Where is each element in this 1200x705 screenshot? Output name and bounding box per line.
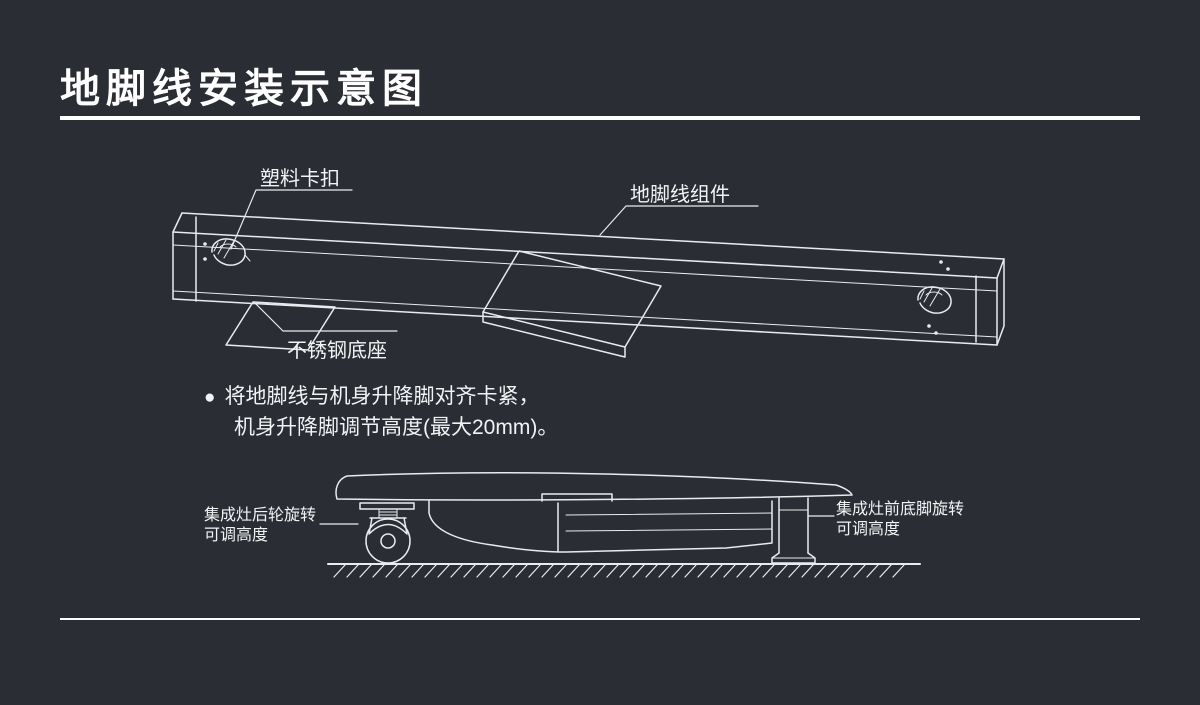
plastic-clip-left bbox=[211, 238, 251, 266]
ground-hatch-strokes bbox=[333, 564, 905, 578]
stove-side-view bbox=[335, 471, 853, 553]
caster-fork bbox=[368, 517, 408, 535]
label-rear-caster-line1: 集成灶后轮旋转 bbox=[204, 507, 317, 524]
caster-mount-plate bbox=[359, 502, 415, 510]
screw-dot bbox=[934, 331, 938, 335]
label-rear-caster: 集成灶后轮旋转 可调高度 bbox=[204, 506, 316, 546]
clip-hatch bbox=[213, 239, 235, 259]
bullet-icon: ● bbox=[204, 387, 216, 408]
steel-base-plate-center bbox=[482, 250, 662, 358]
clip-hatch bbox=[919, 287, 941, 307]
note-text-1: 将地脚线与机身升降脚对齐卡紧， bbox=[224, 385, 540, 408]
note-line-1: ● 将地脚线与机身升降脚对齐卡紧， bbox=[204, 382, 558, 413]
front-foot bbox=[771, 497, 816, 564]
label-baseboard-assembly: 地脚线组件 bbox=[630, 184, 730, 206]
clip-inner bbox=[219, 243, 237, 248]
plate-face bbox=[482, 250, 662, 348]
bar-left-cap bbox=[172, 212, 183, 300]
stove-body-panel-lines bbox=[565, 512, 773, 532]
label-steel-base: 不锈钢底座 bbox=[287, 340, 387, 362]
label-leader-lines bbox=[230, 189, 835, 525]
bottom-rule bbox=[60, 618, 1140, 620]
stove-body-outline bbox=[428, 500, 773, 553]
screw-dot bbox=[203, 257, 207, 261]
rear-caster-wheel bbox=[359, 502, 415, 564]
clip-outline bbox=[211, 238, 246, 266]
title-underline bbox=[60, 116, 1140, 120]
bar-groove-lower bbox=[172, 290, 998, 338]
caster-thread-stem bbox=[378, 508, 398, 519]
label-plastic-clip: 塑料卡扣 bbox=[260, 168, 340, 190]
clip-tail bbox=[244, 254, 251, 262]
label-front-foot-line1: 集成灶前底脚旋转 bbox=[836, 501, 965, 518]
screw-dot bbox=[939, 260, 943, 264]
page-title: 地脚线安装示意图 bbox=[60, 67, 428, 111]
plate-face bbox=[225, 301, 336, 351]
note-line-2: 机身升降脚调节高度(最大20mm)。 bbox=[234, 416, 559, 439]
leader-plastic-clip bbox=[230, 189, 353, 250]
foot-cylinder bbox=[778, 497, 809, 554]
label-front-foot-line2: 可调高度 bbox=[836, 521, 901, 538]
label-rear-caster-line2: 可调高度 bbox=[204, 527, 269, 544]
caster-wheel-rim bbox=[365, 518, 411, 564]
ground-hatch bbox=[327, 563, 921, 578]
screw-dot bbox=[927, 324, 931, 328]
stove-body-top-detail bbox=[541, 493, 613, 502]
steel-base-plate-left bbox=[225, 301, 336, 351]
plastic-clip-right bbox=[917, 286, 952, 314]
label-front-foot: 集成灶前底脚旋转 可调高度 bbox=[836, 500, 964, 540]
clip-outline bbox=[917, 286, 952, 314]
bar-top-back-edge bbox=[181, 212, 1005, 260]
bar-right-cap bbox=[996, 258, 1005, 346]
plate-thickness bbox=[482, 311, 626, 358]
baseboard-bar bbox=[172, 212, 1005, 346]
leader-steel-base bbox=[253, 301, 398, 332]
bar-bottom-front-edge bbox=[172, 298, 998, 346]
stove-top-panel bbox=[335, 471, 853, 501]
leader-assembly bbox=[599, 205, 759, 236]
bar-top-front-edge bbox=[172, 231, 998, 279]
clip-inner bbox=[925, 291, 943, 296]
instruction-note: ● 将地脚线与机身升降脚对齐卡紧， 机身升降脚调节高度(最大20mm)。 bbox=[204, 382, 558, 443]
caster-wheel-hub bbox=[380, 533, 396, 549]
screw-dot bbox=[203, 242, 207, 246]
screw-dot bbox=[946, 267, 950, 271]
